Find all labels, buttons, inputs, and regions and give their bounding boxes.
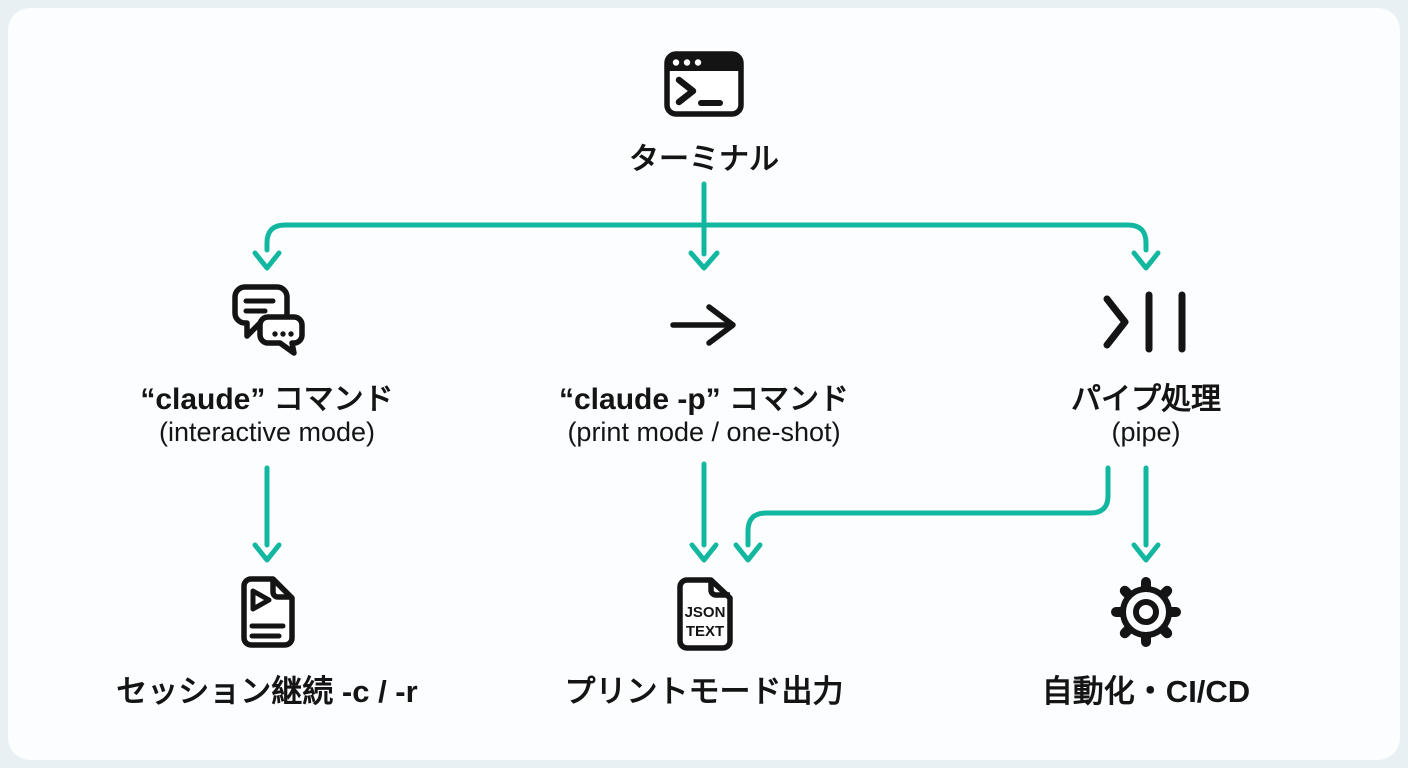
mode-pipe-subtitle: (pipe) <box>1111 417 1181 447</box>
mode-interactive-subtitle: (interactive mode) <box>158 417 376 447</box>
mode-pipe-title: パイプ処理 <box>1071 383 1221 416</box>
arrow-right-icon <box>669 301 739 349</box>
pipe-icon <box>1103 291 1187 353</box>
root-label: ターミナル <box>629 143 779 176</box>
file-badge-line-text: TEXT <box>686 623 724 640</box>
mode-print-subtitle: (print mode / one-shot) <box>567 417 841 447</box>
file-badge-line-json: JSON <box>685 604 726 621</box>
document-play-icon <box>238 576 296 648</box>
output-session-label: セッション継続 -c / -r <box>116 674 418 709</box>
output-print-label: プリントモード出力 <box>564 674 844 709</box>
output-automation-label: 自動化・CI/CD <box>1041 674 1251 709</box>
chat-bubbles-icon <box>228 283 306 357</box>
json-text-file-icon: JSON TEXT <box>675 577 733 651</box>
terminal-window-icon <box>664 51 744 117</box>
gear-icon <box>1107 573 1185 651</box>
mode-interactive-title: “claude” コマンド <box>140 383 394 416</box>
mode-print-title: “claude -p” コマンド <box>558 383 850 416</box>
